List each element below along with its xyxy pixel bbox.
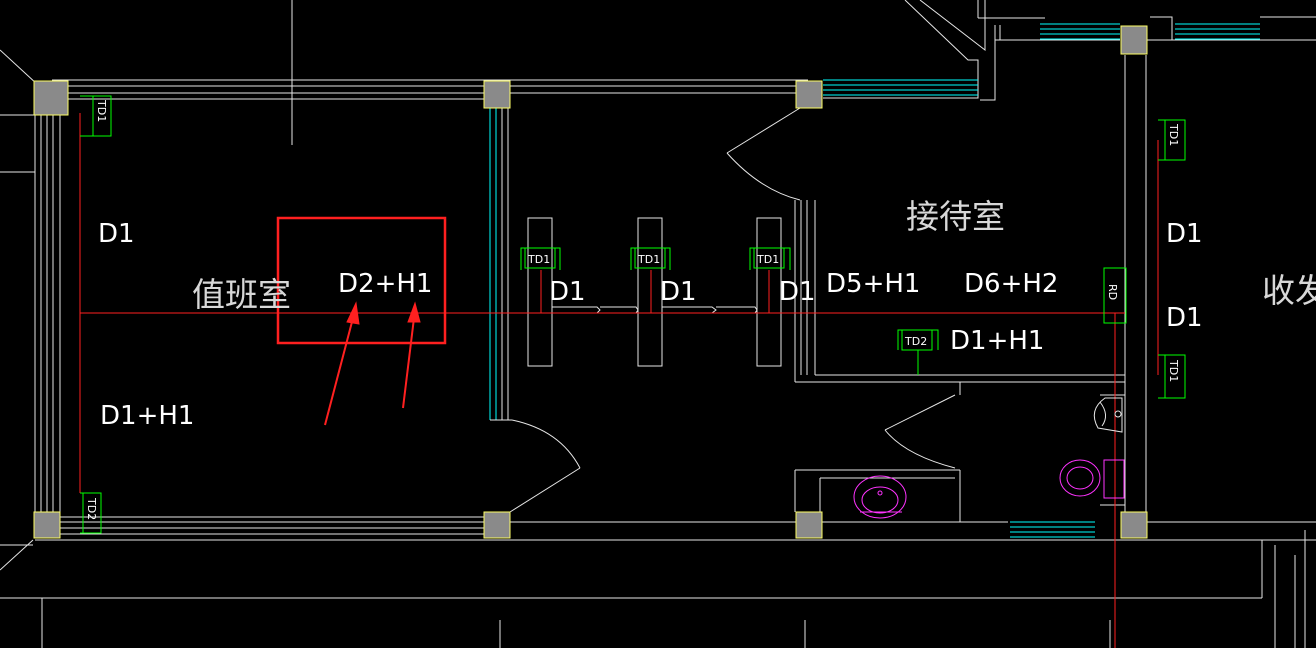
- label-d1-right-bottom: D1: [1166, 303, 1203, 333]
- label-d1-door-c: D1: [779, 277, 816, 307]
- column-marker-icon: [1120, 25, 1148, 55]
- label-d1-right-top: D1: [1166, 219, 1203, 249]
- tag-brackets: [80, 95, 1186, 534]
- label-d1h1-left: D1+H1: [100, 401, 194, 431]
- top-wall: [52, 0, 1316, 101]
- bottom-wall: [0, 516, 1316, 571]
- annotation-arrow-icon: [324, 301, 421, 426]
- tag-td2-mid: TD2: [904, 335, 927, 348]
- column-marker-icon: [795, 511, 823, 539]
- columns: [33, 25, 1148, 539]
- label-d2h1: D2+H1: [338, 269, 432, 299]
- tag-td1-a: TD1: [527, 253, 550, 266]
- washbasin-icon: [853, 475, 907, 519]
- label-d1h1-right: D1+H1: [950, 326, 1044, 356]
- column-marker-icon: [1120, 511, 1148, 539]
- tag-td1-b: TD1: [637, 253, 660, 266]
- label-d5h1: D5+H1: [826, 269, 920, 299]
- axis-lines: [79, 113, 1159, 648]
- column-marker-icon: [33, 511, 61, 539]
- door-swing-partition: [509, 419, 581, 513]
- partition-window: [489, 108, 512, 421]
- tag-td1-left: TD1: [95, 99, 108, 122]
- label-d6h2: D6+H2: [964, 269, 1058, 299]
- column-marker-icon: [483, 80, 511, 109]
- label-d1-door-a: D1: [549, 277, 586, 307]
- tag-rd: RD: [1106, 284, 1119, 300]
- room-reception: 接待室: [906, 197, 1005, 236]
- highlight-box: [276, 216, 447, 345]
- sink-icon: [1093, 397, 1123, 433]
- reception-walls: [726, 55, 1147, 522]
- label-d1-door-b: D1: [660, 277, 697, 307]
- toilet-icon: [1059, 459, 1125, 499]
- left-wall: [34, 115, 61, 515]
- tag-td1-c: TD1: [756, 253, 779, 266]
- tag-td2-left: TD2: [85, 497, 98, 520]
- column-marker-icon: [483, 511, 511, 539]
- column-marker-icon: [33, 80, 69, 116]
- room-receiving: 收发: [1262, 271, 1316, 310]
- tag-td1-right-top: TD1: [1167, 123, 1180, 146]
- top-windows: [823, 23, 1260, 538]
- column-marker-icon: [795, 80, 823, 109]
- tag-td1-right-bottom: TD1: [1167, 359, 1180, 382]
- room-duty: 值班室: [192, 275, 291, 314]
- label-d1-left: D1: [98, 219, 135, 249]
